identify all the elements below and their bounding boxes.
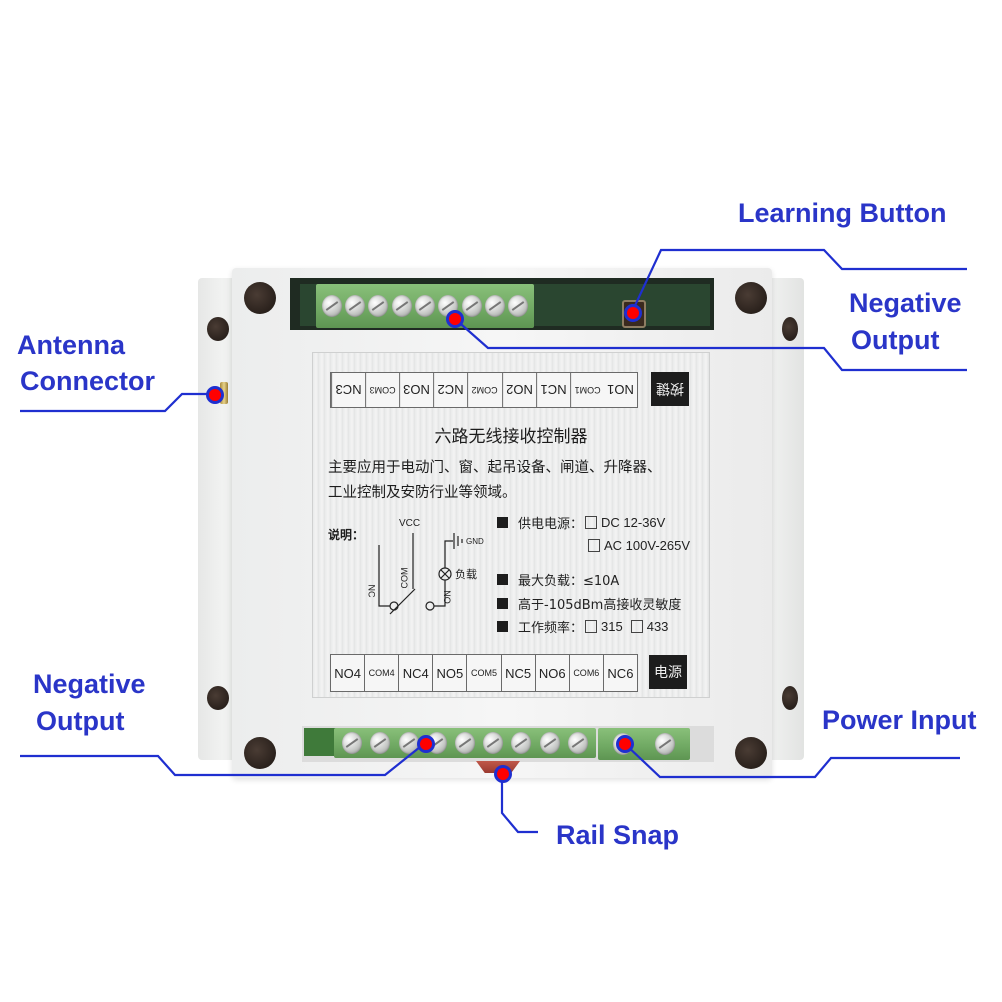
- terminal-label: COM4: [365, 655, 400, 691]
- diagram-vcc-label: VCC: [399, 518, 421, 529]
- terminal-label: COM5: [467, 655, 502, 691]
- terminal-label: COM6: [570, 655, 604, 691]
- terminal-label: NC6: [607, 665, 634, 681]
- terminal-label: NC1: [535, 373, 570, 407]
- marker-negative-output-top: [446, 310, 464, 328]
- spec-frequency: 工作频率： 315 433: [497, 617, 668, 636]
- terminal-label: COM2: [467, 373, 502, 407]
- bullet-icon: [497, 598, 508, 609]
- terminal-label: NO5: [433, 655, 468, 691]
- mount-hole: [735, 282, 767, 314]
- mount-hole: [244, 737, 276, 769]
- product-description-line2: 工业控制及安防行业等领域。: [328, 485, 517, 501]
- power-terminal-block: [598, 728, 690, 760]
- screw-icon: [398, 732, 419, 754]
- top-terminal-labels: NC3 COM3 NO3 NC2 COM2 NO2 NC1 COM1 NO1: [330, 372, 638, 408]
- top-terminal-block: [316, 284, 534, 328]
- marker-rail-snap: [494, 765, 512, 783]
- terminal-label: NO2: [501, 373, 536, 407]
- callout-rail-snap: Rail Snap: [556, 820, 680, 850]
- callout-negative-output-bottom-line1: Negative: [33, 669, 146, 699]
- bullet-icon: [497, 574, 508, 585]
- mount-hole: [735, 737, 767, 769]
- terminal-label: NO4: [331, 655, 366, 691]
- checkbox-ac: [588, 539, 600, 552]
- checkbox-433: [630, 620, 643, 633]
- marker-negative-output-bottom: [417, 735, 435, 753]
- spec-power-ac: AC 100V-265V: [586, 538, 690, 553]
- spec-sensitivity: 高于-105dBm高接收灵敏度: [497, 594, 681, 613]
- checkbox-315: [585, 620, 598, 633]
- screw-icon: [370, 732, 391, 754]
- mount-hole: [782, 317, 798, 341]
- callout-negative-output-top-line1: Negative: [849, 288, 962, 318]
- screw-icon: [655, 733, 675, 755]
- terminal-label: COM1: [569, 373, 604, 407]
- diagram-com-label: COM: [399, 567, 410, 589]
- callout-power-input: Power Input: [822, 705, 977, 735]
- bullet-icon: [497, 621, 508, 632]
- screw-icon: [539, 732, 560, 754]
- screw-icon: [567, 732, 588, 754]
- screw-icon: [342, 732, 363, 754]
- diagram-load-label: 负载: [455, 568, 477, 581]
- screw-icon: [461, 295, 482, 317]
- mount-hole: [244, 282, 276, 314]
- terminal-label: NC2: [433, 373, 468, 407]
- mount-hole: [782, 686, 798, 710]
- spec-max-load: 最大负载：≤10A: [497, 570, 619, 589]
- screw-icon: [484, 295, 505, 317]
- bullet-icon: [497, 517, 508, 528]
- power-tag: 电源: [649, 655, 687, 689]
- screw-icon: [344, 295, 365, 317]
- spec-power-supply: 供电电源： DC 12-36V: [497, 513, 665, 532]
- terminal-label: NC5: [502, 655, 536, 691]
- screw-icon: [454, 732, 475, 754]
- diagram-caption: 说明：: [328, 528, 365, 542]
- callout-negative-output-top-line2: Output: [851, 325, 940, 355]
- button-tag: 按键: [651, 372, 689, 406]
- screw-icon: [483, 732, 504, 754]
- product-description-line1: 主要应用于电动门、窗、起吊设备、闸道、升降器、: [328, 460, 662, 476]
- callout-antenna-line1: Antenna: [17, 330, 125, 360]
- mount-hole: [207, 686, 229, 710]
- bottom-terminal-labels: NO4 COM4 NC4 NO5 COM5 NC5 NO6 COM6 NC6: [330, 654, 638, 692]
- callout-learning-button: Learning Button: [738, 198, 947, 228]
- marker-antenna-connector: [206, 386, 224, 404]
- callout-negative-output-bottom-line2: Output: [36, 706, 125, 736]
- terminal-label: NO3: [399, 373, 434, 407]
- product-title: 六路无线接收控制器: [434, 427, 588, 447]
- terminal-label: NO1: [607, 382, 634, 398]
- screw-icon: [321, 295, 342, 317]
- screw-icon: [368, 295, 389, 317]
- terminal-label: NO6: [536, 655, 570, 691]
- checkbox-dc: [585, 516, 598, 529]
- callout-antenna-line2: Connector: [20, 366, 155, 396]
- screw-icon: [511, 732, 532, 754]
- bottom-terminal-block: [334, 728, 596, 758]
- screw-icon: [508, 295, 529, 317]
- diagram-gnd-label: GND: [466, 537, 484, 546]
- screw-icon: [414, 295, 435, 317]
- terminal-label: COM3: [365, 373, 400, 407]
- terminal-label: NC3: [331, 373, 366, 407]
- terminal-label: NC4: [399, 655, 434, 691]
- antenna-connector: [220, 382, 228, 404]
- mount-hole: [207, 317, 229, 341]
- marker-power-input: [616, 735, 634, 753]
- diagram-nc-label: NC: [366, 584, 377, 598]
- diagram-no-label: NO: [441, 590, 452, 604]
- screw-icon: [391, 295, 412, 317]
- marker-learning-button: [624, 304, 642, 322]
